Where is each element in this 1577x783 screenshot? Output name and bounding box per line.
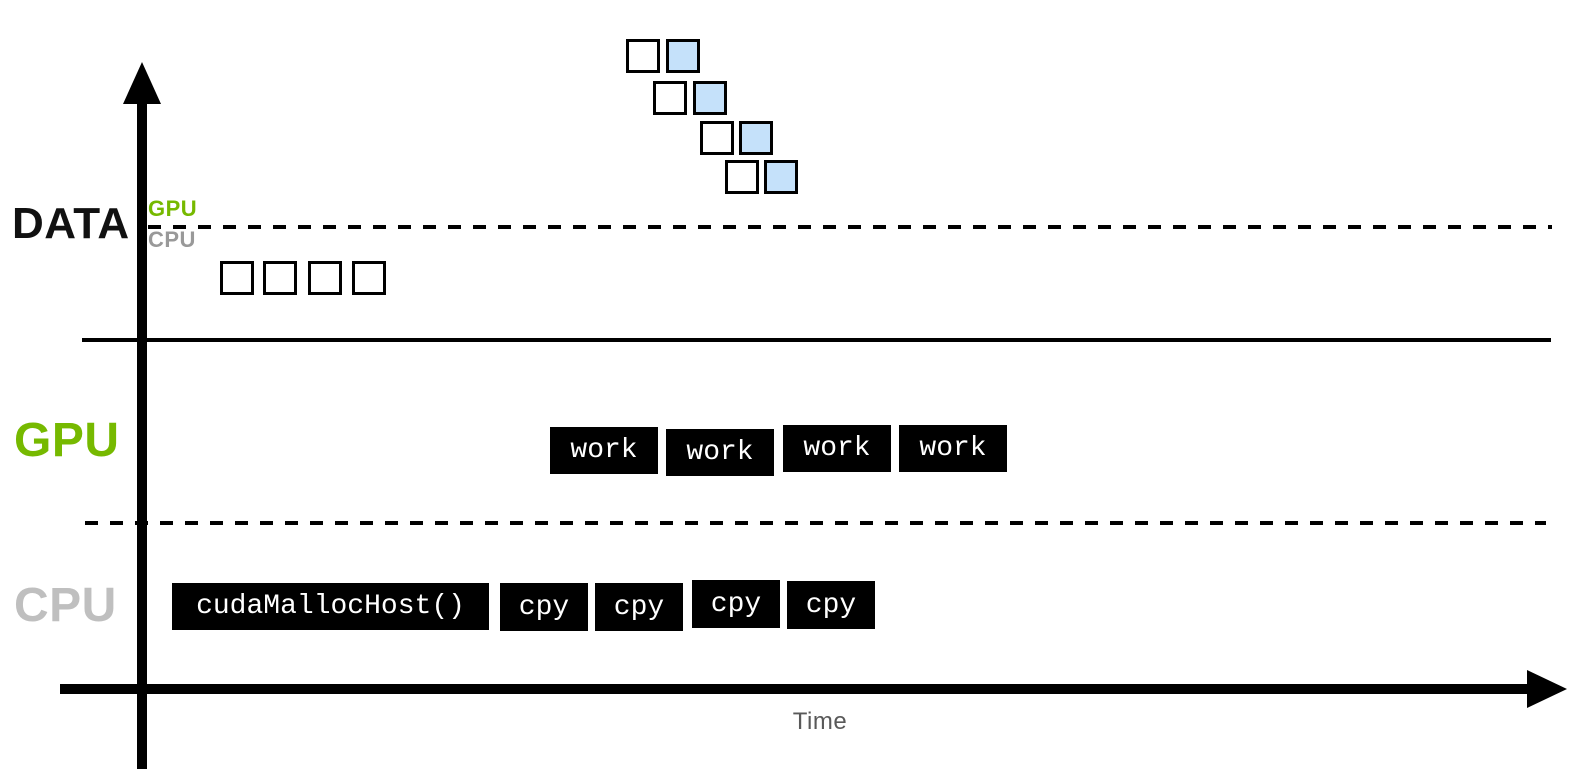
y-axis-line bbox=[137, 90, 147, 769]
device-chunk-square bbox=[739, 121, 773, 155]
gpu-work-box: work bbox=[550, 427, 658, 474]
gpu-work-box: work bbox=[783, 425, 891, 472]
cpu-copy-box: cpy bbox=[787, 581, 875, 629]
cpu-band-label: CPU bbox=[14, 579, 117, 632]
host-buffer-square bbox=[352, 261, 386, 295]
cuda-malloc-host-box: cudaMallocHost() bbox=[172, 583, 489, 630]
data-cpu-side-label: CPU bbox=[148, 227, 196, 252]
cpu-copy-box: cpy bbox=[692, 580, 780, 628]
data-gpu-side-label: GPU bbox=[148, 196, 198, 221]
host-chunk-square bbox=[700, 121, 734, 155]
device-chunk-square bbox=[693, 81, 727, 115]
x-axis-arrow-icon bbox=[1527, 670, 1567, 708]
host-buffer-square bbox=[263, 261, 297, 295]
host-chunk-square bbox=[626, 39, 660, 73]
data-gpu-solid-divider bbox=[82, 338, 1551, 342]
host-buffer-square bbox=[308, 261, 342, 295]
host-buffer-square bbox=[220, 261, 254, 295]
x-axis-line bbox=[60, 684, 1528, 694]
data-gpu-cpu-dashed-divider bbox=[148, 225, 1552, 229]
gpu-work-box: work bbox=[666, 429, 774, 476]
gpu-band-label: GPU bbox=[14, 414, 120, 467]
host-chunk-square bbox=[653, 81, 687, 115]
y-axis-arrow-icon bbox=[123, 62, 161, 104]
device-chunk-square bbox=[666, 39, 700, 73]
device-chunk-square bbox=[764, 160, 798, 194]
time-axis-label: Time bbox=[792, 708, 848, 735]
cpu-copy-box: cpy bbox=[500, 583, 588, 631]
gpu-work-box: work bbox=[899, 425, 1007, 472]
gpu-cpu-dashed-divider bbox=[85, 521, 1546, 525]
cpu-copy-box: cpy bbox=[595, 583, 683, 631]
host-chunk-square bbox=[725, 160, 759, 194]
data-band-label: DATA bbox=[12, 199, 130, 248]
